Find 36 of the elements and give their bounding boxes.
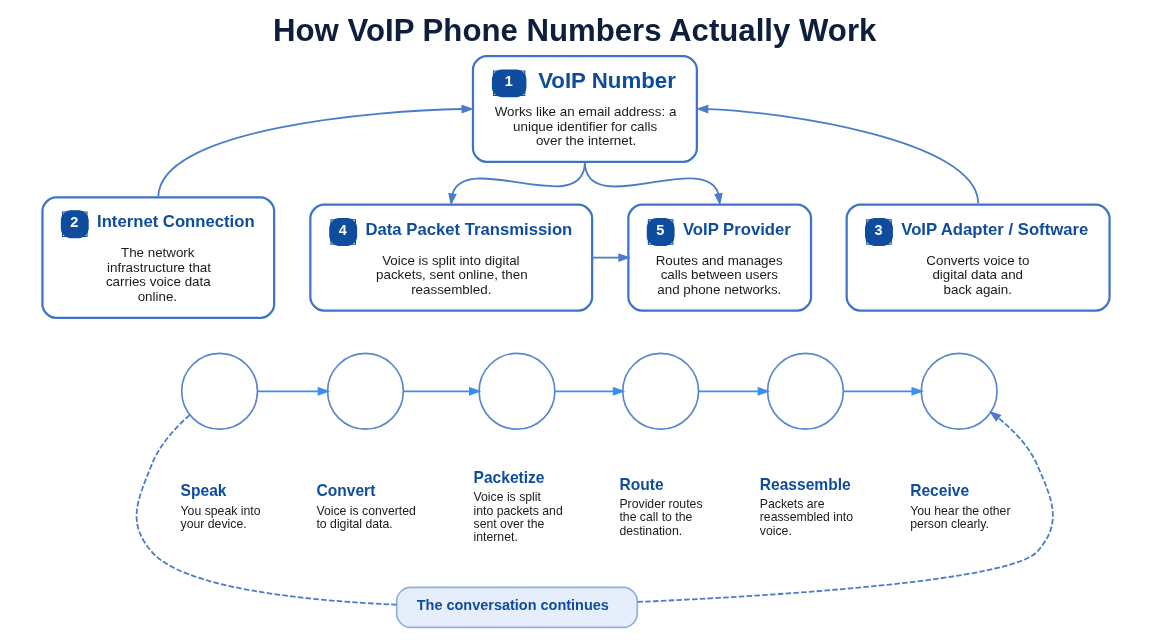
arrow (157, 104, 474, 199)
arrow (695, 104, 979, 204)
node-circle (621, 352, 700, 430)
node-box: The conversation continues (395, 586, 639, 629)
arrow (584, 160, 723, 206)
node-circle (920, 352, 998, 430)
node-box: 1 VoIP Number Works like an email address: a unique identifier for calls over the internet. (471, 54, 698, 163)
node-circle (766, 352, 845, 430)
node-circle (478, 352, 556, 430)
node-label: Route (619, 475, 664, 493)
node-circle (326, 352, 405, 430)
node-label: Voice is split into packets and sent over the internet. (473, 490, 563, 545)
arrow (256, 386, 331, 396)
node-label: Provider routes the call to the destination. (619, 497, 703, 538)
node-label: Packets are reassembled into voice. (759, 497, 854, 538)
node-label: Voice is converted to digital data. (316, 503, 416, 532)
arrow (697, 386, 771, 396)
node-label: You speak into your device. (180, 503, 261, 532)
node-label: You hear the other person clearly. (910, 503, 1011, 532)
node-label: Convert (316, 482, 376, 500)
diagram-title: How VoIP Phone Numbers Actually Work (273, 12, 877, 48)
arrow (842, 386, 924, 396)
arrow (553, 386, 626, 396)
node-box: 5 VoIP Provider Routes and manages calls between users and phone networks. (627, 203, 813, 312)
node-label: Reassemble (759, 475, 851, 493)
node-box: 3 VoIP Adapter / Software Converts voice to digital data and back again. (845, 203, 1111, 312)
arrow (402, 386, 482, 396)
connector (135, 414, 398, 606)
arrow (591, 253, 631, 262)
node-circle (180, 352, 259, 430)
node-box: 4 Data Packet Transmission Voice is split into digital packets, sent online, then reassembled. (309, 203, 594, 312)
arrow (636, 410, 1054, 603)
node-label: Receive (910, 482, 970, 500)
node-box: 2 Internet Connection The network infrastructure that carries voice data online. (41, 196, 276, 319)
node-label: Speak (180, 482, 227, 500)
node-label: Packetize (473, 468, 545, 486)
